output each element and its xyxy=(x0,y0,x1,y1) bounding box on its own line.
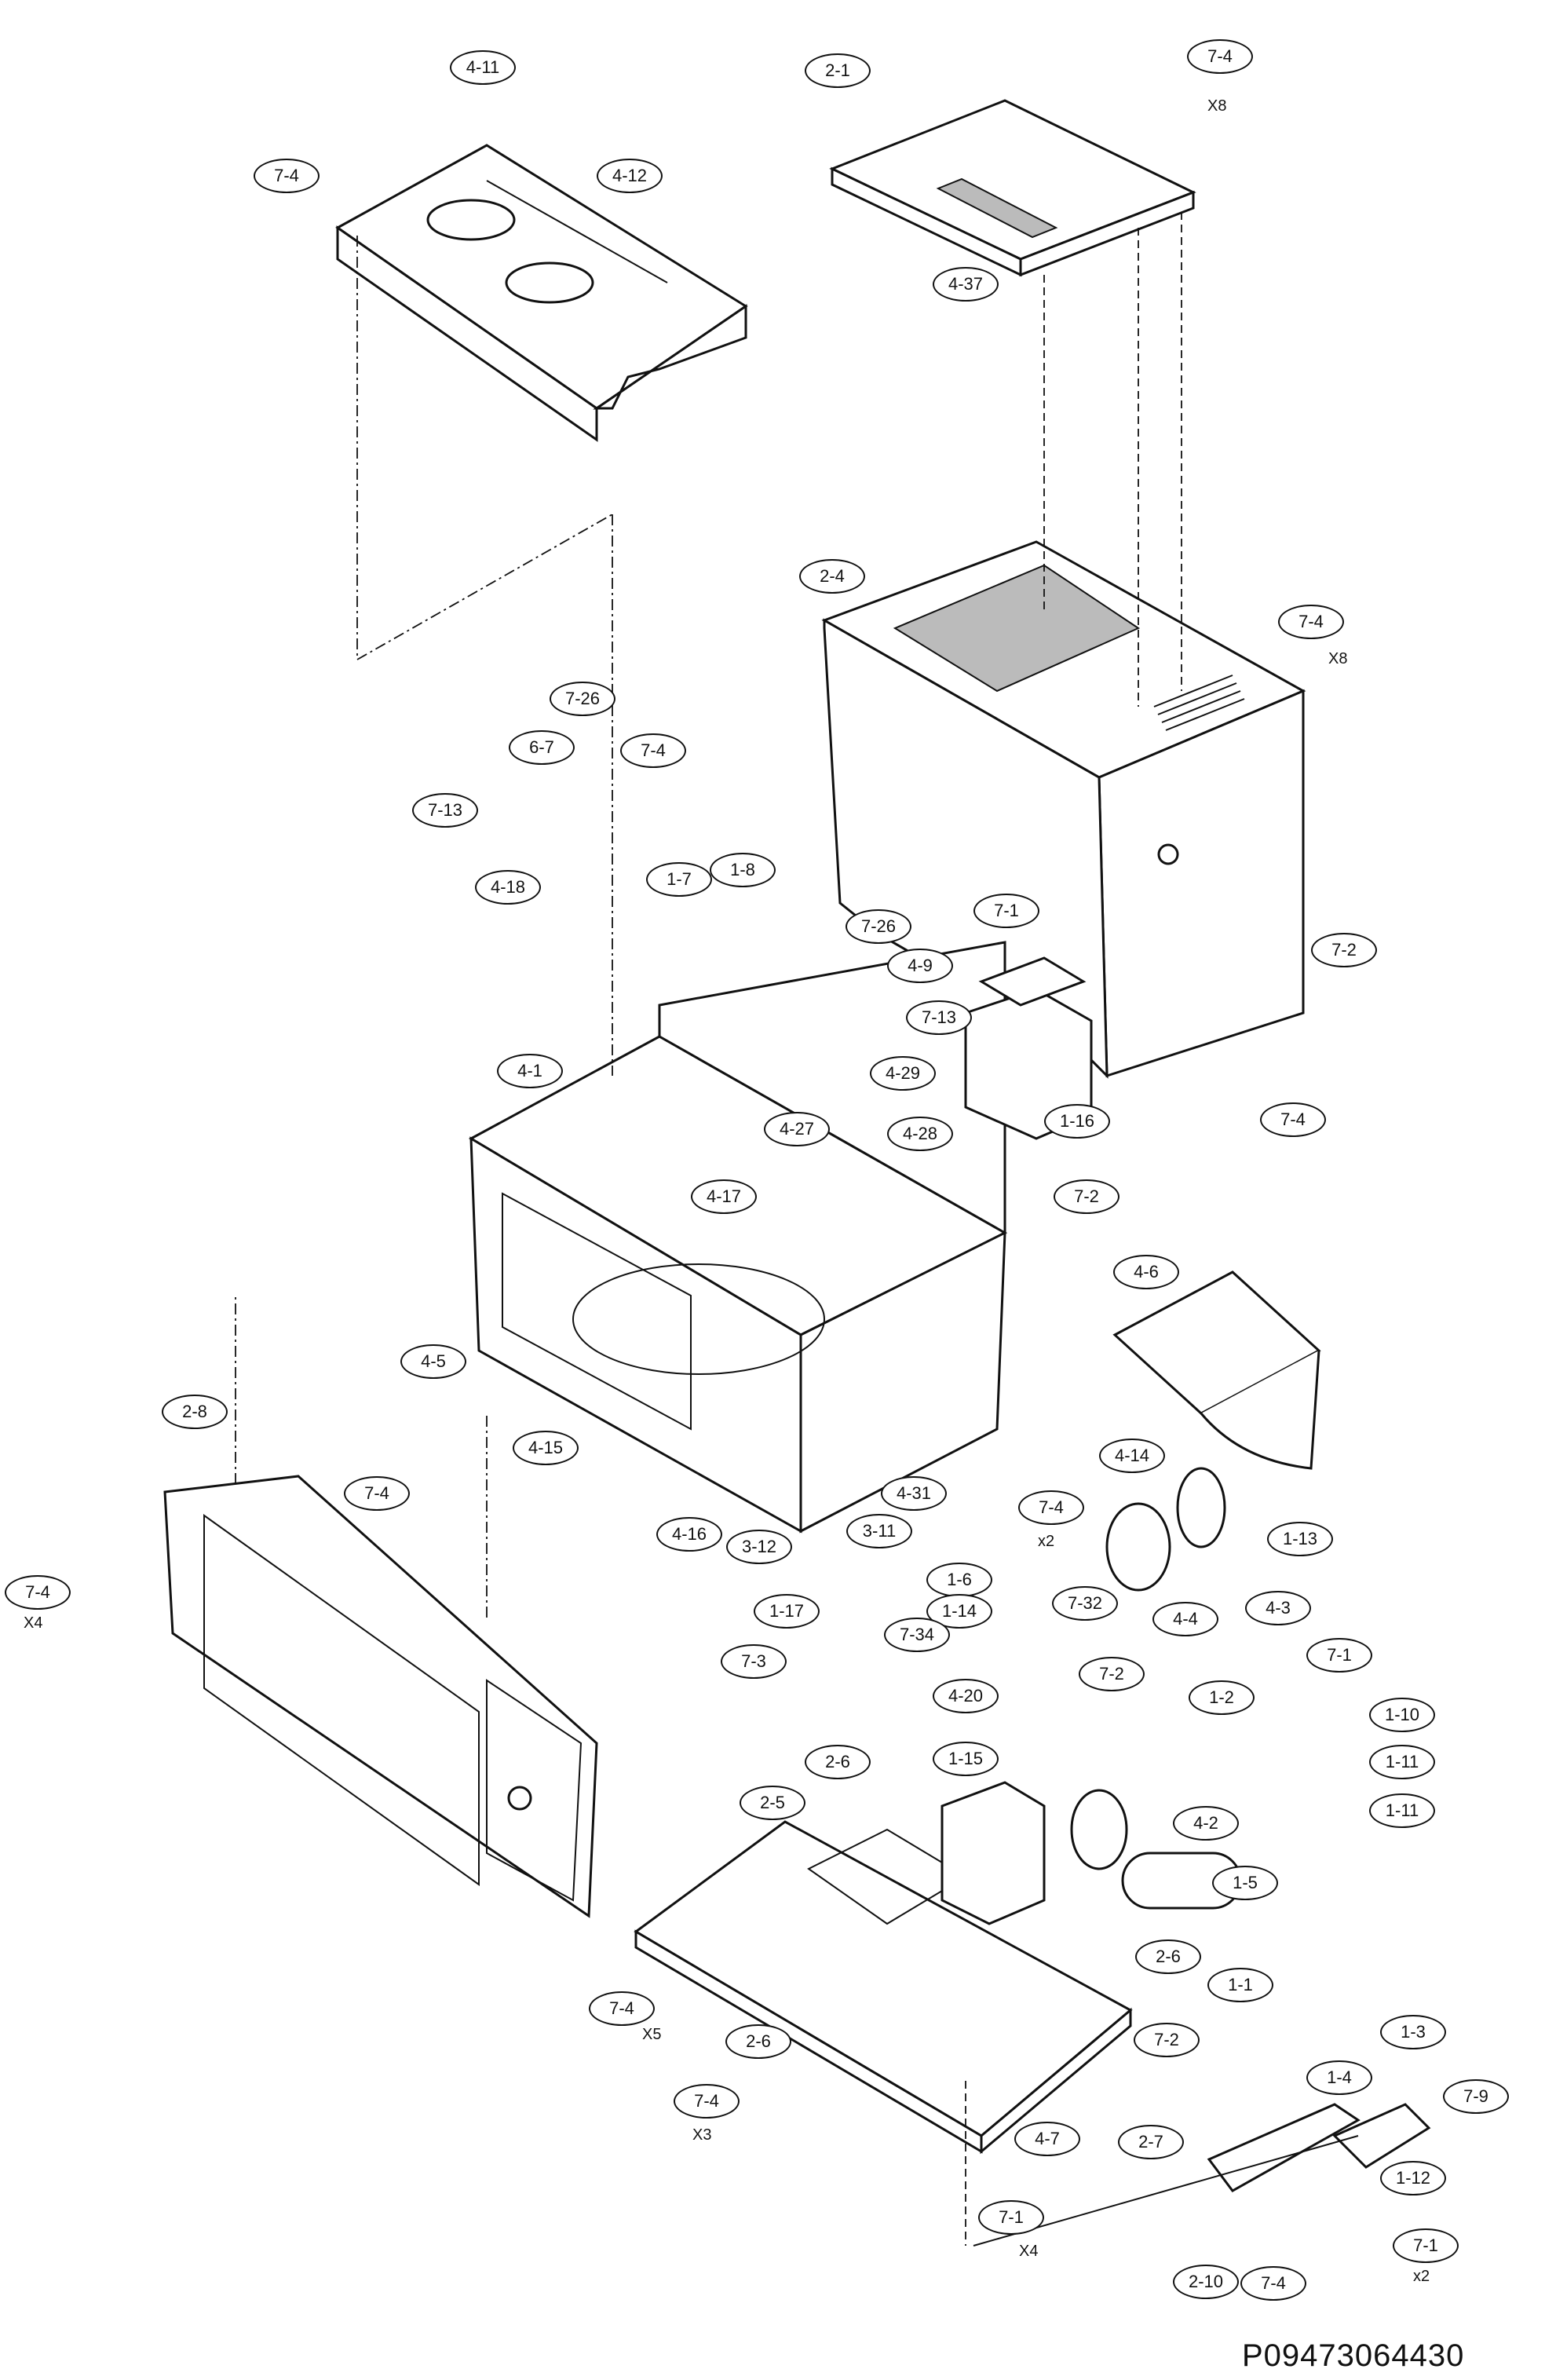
outer-case-part xyxy=(821,540,1306,1079)
quantity-label: X5 xyxy=(642,2026,662,2043)
callout: 7-1 xyxy=(973,894,1039,928)
callout: 4-1 xyxy=(497,1054,563,1088)
callout: 4-5 xyxy=(400,1344,466,1379)
guide-lines xyxy=(235,212,1359,2247)
callout: 1-5 xyxy=(1212,1866,1278,1900)
callout: 6-7 xyxy=(509,730,575,765)
callout: 4-12 xyxy=(597,159,663,193)
callout: 4-15 xyxy=(513,1431,579,1465)
callout: 4-11 xyxy=(450,50,516,85)
callout: 2-6 xyxy=(805,1745,871,1779)
callout: 4-37 xyxy=(933,267,999,302)
callout: 1-13 xyxy=(1267,1522,1333,1556)
callout: 7-4 xyxy=(1260,1102,1326,1137)
top-plate-part xyxy=(335,144,748,442)
callout: 7-9 xyxy=(1443,2079,1509,2114)
callout: 7-4 xyxy=(1187,39,1253,74)
callout: 7-4 xyxy=(674,2084,740,2119)
bracket-part xyxy=(1207,2103,1431,2192)
callout: 7-1 xyxy=(978,2200,1044,2235)
callout: 7-2 xyxy=(1311,933,1377,967)
callout: 4-14 xyxy=(1099,1439,1165,1473)
callout: 4-9 xyxy=(887,949,953,983)
callout: 7-4 xyxy=(254,159,320,193)
callout: 1-11 xyxy=(1369,1745,1435,1779)
callout: 7-13 xyxy=(412,793,478,828)
callout: 7-4 xyxy=(1018,1490,1084,1525)
callout: 4-27 xyxy=(764,1112,830,1146)
callout: 7-26 xyxy=(846,909,911,944)
callout: 4-16 xyxy=(656,1517,722,1552)
capacitor-part xyxy=(1070,1789,1242,1910)
callout: 2-5 xyxy=(740,1786,805,1820)
callout: 2-10 xyxy=(1173,2265,1239,2299)
quantity-label: X4 xyxy=(24,1614,43,1632)
callout: 4-2 xyxy=(1173,1806,1239,1841)
hv-transformer-part xyxy=(941,1781,1046,1925)
callout: 1-11 xyxy=(1369,1793,1435,1828)
door-frame-part xyxy=(163,1475,598,1918)
callout: 7-4 xyxy=(344,1476,410,1511)
quantity-label: X8 xyxy=(1328,650,1348,667)
quantity-label: X4 xyxy=(1019,2243,1039,2260)
callout: 4-4 xyxy=(1152,1602,1218,1636)
callout: 1-14 xyxy=(926,1594,992,1629)
cover-plate-part xyxy=(829,99,1196,277)
callout: 4-18 xyxy=(475,870,541,905)
callout: 1-3 xyxy=(1380,2015,1446,2049)
callout: 7-4 xyxy=(5,1575,71,1610)
callout: 2-6 xyxy=(1135,1939,1201,1974)
callout: 1-10 xyxy=(1369,1698,1435,1732)
quantity-label: X8 xyxy=(1207,97,1227,115)
callout: 2-4 xyxy=(799,559,865,594)
callout: 4-3 xyxy=(1245,1591,1311,1625)
callout: 7-4 xyxy=(1240,2266,1306,2301)
callout: 1-2 xyxy=(1189,1680,1255,1715)
callout: 4-31 xyxy=(881,1476,947,1511)
callout: 4-29 xyxy=(870,1056,936,1091)
fan-part xyxy=(1105,1467,1226,1592)
callout: 4-28 xyxy=(887,1117,953,1151)
base-plate-part xyxy=(634,1820,1133,2155)
vent-slots xyxy=(1153,675,1245,731)
callout: 7-13 xyxy=(906,1000,972,1035)
callout: 2-6 xyxy=(725,2024,791,2059)
callout: 1-8 xyxy=(710,853,776,887)
callout: 1-1 xyxy=(1207,1968,1273,2002)
callout: 3-11 xyxy=(846,1514,912,1548)
callout: 7-1 xyxy=(1393,2228,1459,2263)
callout: 7-32 xyxy=(1052,1586,1118,1621)
callout: 4-6 xyxy=(1113,1255,1179,1289)
callout: 2-7 xyxy=(1118,2125,1184,2159)
callout: 2-8 xyxy=(162,1395,228,1429)
callout: 2-1 xyxy=(805,53,871,88)
document-number: P09473064430 xyxy=(1242,2338,1465,2373)
callout: 1-15 xyxy=(933,1742,999,1776)
callout: 7-26 xyxy=(550,682,615,716)
callout: 1-7 xyxy=(646,862,712,897)
quantity-label: x2 xyxy=(1413,2268,1430,2285)
callout: 1-17 xyxy=(754,1594,820,1629)
callout: 1-16 xyxy=(1044,1104,1110,1139)
callout: 3-12 xyxy=(726,1530,792,1564)
callout: 7-2 xyxy=(1134,2023,1200,2057)
callout: 4-7 xyxy=(1014,2122,1080,2156)
callout: 7-3 xyxy=(721,1644,787,1679)
quantity-label: X3 xyxy=(692,2126,712,2144)
callout: 7-2 xyxy=(1054,1179,1119,1214)
duct-part xyxy=(1112,1270,1321,1470)
callout: 7-4 xyxy=(620,733,686,768)
callout: 1-4 xyxy=(1306,2060,1372,2095)
callout: 1-6 xyxy=(926,1563,992,1597)
callout: 7-1 xyxy=(1306,1638,1372,1673)
quantity-label: x2 xyxy=(1038,1533,1055,1550)
callout: 4-17 xyxy=(691,1179,757,1214)
callout: 4-20 xyxy=(933,1679,999,1713)
callout: 7-4 xyxy=(589,1991,655,2026)
callout: 7-4 xyxy=(1278,605,1344,639)
callout: 1-12 xyxy=(1380,2161,1446,2195)
callout: 7-34 xyxy=(884,1618,950,1652)
callout: 7-2 xyxy=(1079,1657,1145,1691)
